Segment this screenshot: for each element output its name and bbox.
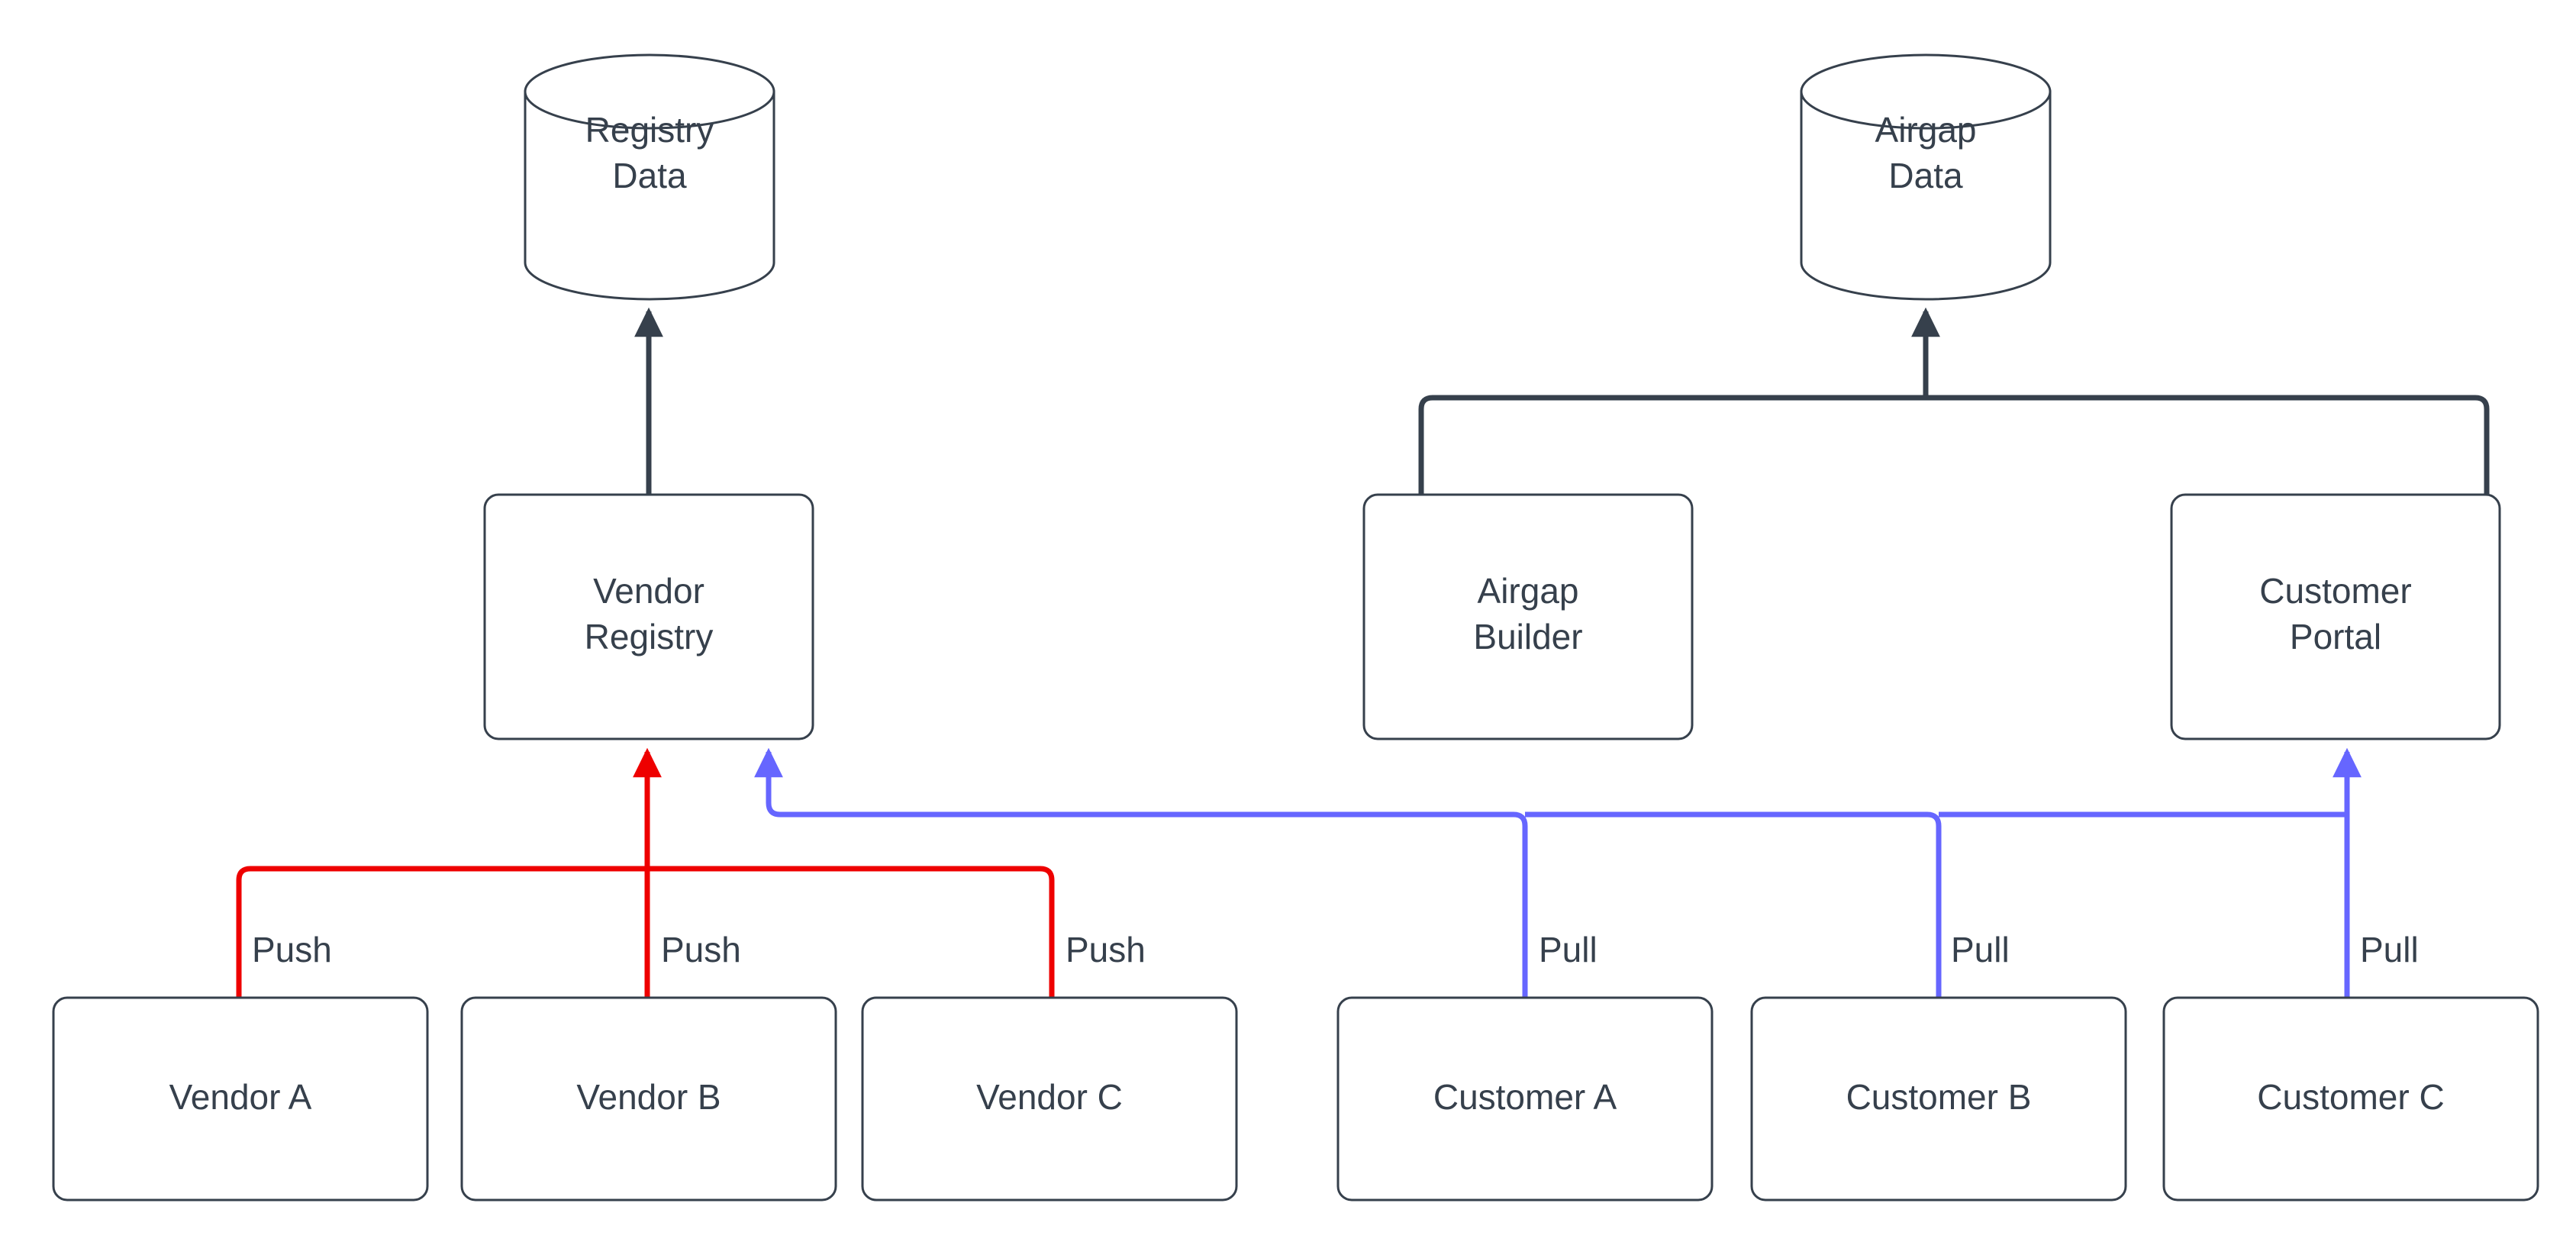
edge-label-pull-customer-b: Pull bbox=[1951, 930, 2010, 969]
registry-data-label-line2: Data bbox=[612, 156, 687, 195]
node-vendor-a[interactable]: Vendor A bbox=[52, 996, 429, 1202]
node-box bbox=[2162, 996, 2539, 1202]
node-airgap-builder[interactable]: Airgap Builder bbox=[1362, 493, 1694, 740]
node-vendor-c[interactable]: Vendor C bbox=[861, 996, 1238, 1202]
connector-airgap-data-group bbox=[1418, 307, 2490, 495]
cylinder-body bbox=[524, 90, 775, 301]
vendor-registry-label-line1: Vendor bbox=[593, 571, 704, 611]
node-vendor-registry[interactable]: Vendor Registry bbox=[483, 493, 814, 740]
edge-label-pull-customer-a: Pull bbox=[1539, 930, 1598, 969]
connector-customer-b-pull bbox=[1525, 811, 1942, 998]
cylinder-body bbox=[1800, 90, 2052, 301]
node-vendor-b[interactable]: Vendor B bbox=[460, 996, 837, 1202]
customer-a-label: Customer A bbox=[1433, 1077, 1617, 1117]
node-box bbox=[1750, 996, 2127, 1202]
edge-labels-group: Push Push Push Pull Pull Pull bbox=[252, 930, 2419, 969]
node-customer-c[interactable]: Customer C bbox=[2162, 996, 2539, 1202]
connector-pull-group bbox=[754, 747, 2362, 998]
airgap-builder-label-line2: Builder bbox=[1473, 617, 1582, 656]
vendor-registry-label-line2: Registry bbox=[585, 617, 714, 656]
edge-label-push-vendor-c: Push bbox=[1066, 930, 1146, 969]
connector-vendor-c-push bbox=[647, 866, 1055, 998]
node-box bbox=[1336, 996, 1714, 1202]
node-box bbox=[460, 996, 837, 1202]
airgap-data-label-line2: Data bbox=[1888, 156, 1963, 195]
node-registry-data[interactable]: Registry Data bbox=[524, 53, 775, 301]
customer-b-label: Customer B bbox=[1846, 1077, 2032, 1117]
connector-customer-a-pull bbox=[754, 747, 1528, 998]
connector-push-group bbox=[236, 747, 1055, 998]
vendor-c-label: Vendor C bbox=[976, 1077, 1123, 1117]
node-box bbox=[861, 996, 1238, 1202]
node-customer-b[interactable]: Customer B bbox=[1750, 996, 2127, 1202]
node-airgap-data[interactable]: Airgap Data bbox=[1800, 53, 2052, 301]
cylinder-top bbox=[524, 53, 775, 130]
registry-data-label-line1: Registry bbox=[585, 110, 714, 150]
edge-label-pull-customer-c: Pull bbox=[2360, 930, 2419, 969]
node-box bbox=[2170, 493, 2501, 740]
node-box bbox=[52, 996, 429, 1202]
customer-portal-label-line2: Portal bbox=[2290, 617, 2381, 656]
customer-portal-label-line1: Customer bbox=[2259, 571, 2411, 611]
vendor-b-label: Vendor B bbox=[576, 1077, 721, 1117]
node-box bbox=[483, 493, 814, 740]
cylinder-top bbox=[1800, 53, 2052, 130]
node-customer-portal[interactable]: Customer Portal bbox=[2170, 493, 2501, 740]
customer-c-label: Customer C bbox=[2257, 1077, 2444, 1117]
airgap-data-label-line1: Airgap bbox=[1875, 110, 1977, 150]
node-customer-a[interactable]: Customer A bbox=[1336, 996, 1714, 1202]
node-box bbox=[1362, 493, 1694, 740]
edge-label-push-vendor-a: Push bbox=[252, 930, 332, 969]
connector-vendor-a-push bbox=[236, 866, 647, 998]
airgap-builder-label-line1: Airgap bbox=[1478, 571, 1579, 611]
connector-airgap-builder-to-bar bbox=[1418, 395, 1926, 495]
vendor-a-label: Vendor A bbox=[169, 1077, 312, 1117]
connector-customer-portal-to-bar bbox=[1926, 395, 2490, 495]
edge-label-push-vendor-b: Push bbox=[661, 930, 741, 969]
